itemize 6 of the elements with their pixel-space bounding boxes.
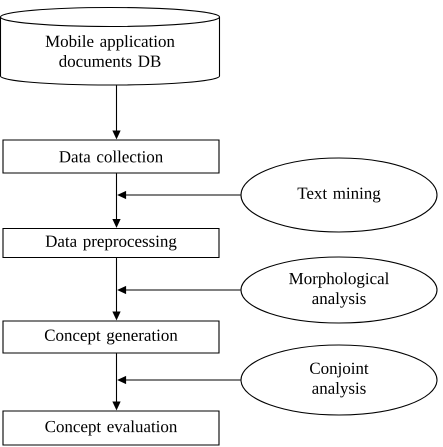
- process-box: Data collection: [2, 139, 220, 174]
- node-label: Mobile application documents DB: [46, 35, 175, 67]
- process-box: Concept evaluation: [2, 410, 220, 446]
- process-box: Concept generation: [2, 320, 220, 354]
- database-cylinder: Mobile application documents DB: [0, 6, 220, 86]
- process-box: Data preprocessing: [2, 228, 220, 258]
